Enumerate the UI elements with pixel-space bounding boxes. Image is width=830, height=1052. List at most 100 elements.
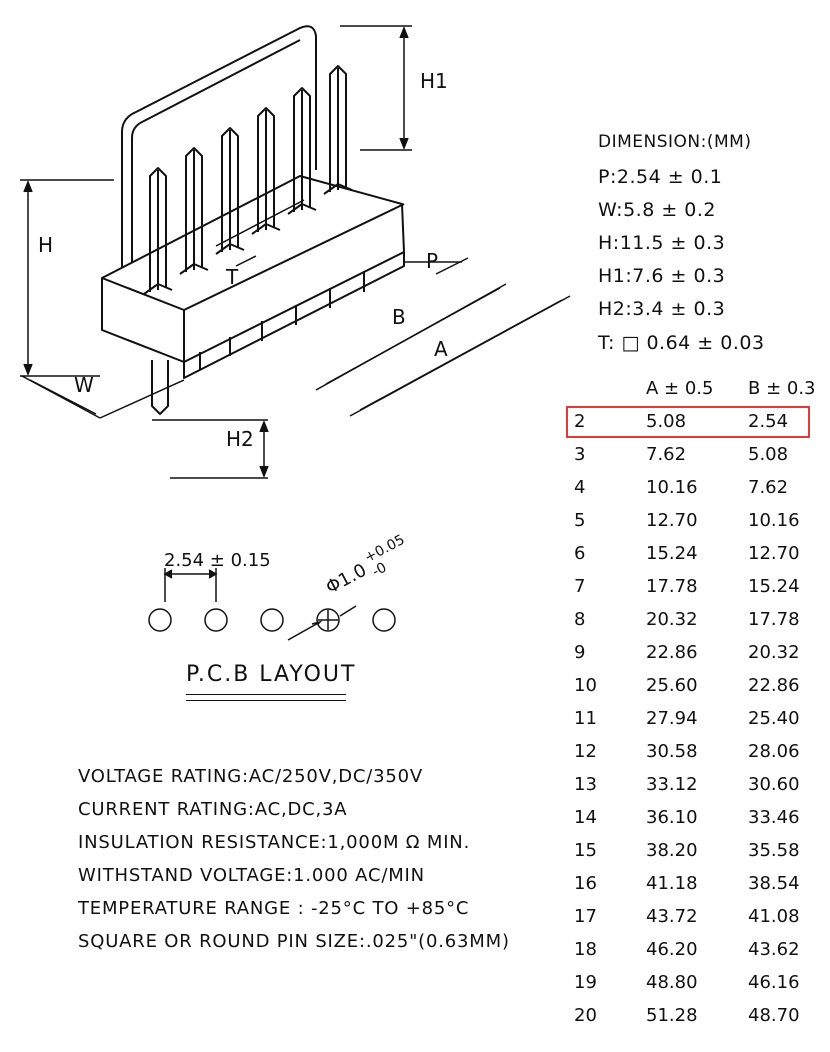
pin-count-cell: 3 xyxy=(574,444,586,465)
dimension-a-cell: 36.10 xyxy=(646,807,698,828)
pin-count-cell: 15 xyxy=(574,840,597,861)
dimension-a-cell: 30.58 xyxy=(646,741,698,762)
connector-pin xyxy=(143,167,173,295)
label-P: P xyxy=(426,249,438,273)
dimension-W: W:5.8 ± 0.2 xyxy=(598,199,717,221)
connector-pin xyxy=(251,107,281,235)
pin-count-cell: 11 xyxy=(574,708,597,729)
dimension-a-cell: 46.20 xyxy=(646,939,698,960)
dimension-b-cell: 43.62 xyxy=(748,939,800,960)
dimension-a-cell: 51.28 xyxy=(646,1005,698,1026)
label-T: T xyxy=(225,265,239,289)
dimension-a-cell: 20.32 xyxy=(646,609,698,630)
pcb-hole xyxy=(316,608,340,632)
pin-count-cell: 14 xyxy=(574,807,597,828)
dimension-a-cell: 25.60 xyxy=(646,675,698,696)
spec-current: CURRENT RATING:AC,DC,3A xyxy=(78,799,348,820)
dimension-b-cell: 2.54 xyxy=(748,411,789,432)
spec-pin-size: SQUARE OR ROUND PIN SIZE:.025"(0.63MM) xyxy=(78,931,510,952)
dimension-b-cell: 12.70 xyxy=(748,543,800,564)
pin-count-cell: 12 xyxy=(574,741,597,762)
dimension-b-cell: 35.58 xyxy=(748,840,800,861)
spec-voltage: VOLTAGE RATING:AC/250V,DC/350V xyxy=(78,766,424,787)
table-row: 4 10.16 7.62 xyxy=(560,471,820,504)
pin-count-cell: 7 xyxy=(574,576,586,597)
dimension-a-cell: 48.80 xyxy=(646,972,698,993)
header-b: B ± 0.3 xyxy=(748,378,816,399)
dimension-lines xyxy=(20,25,571,479)
dimension-a-cell: 38.20 xyxy=(646,840,698,861)
pcb-hole xyxy=(260,608,284,632)
dimension-b-cell: 33.46 xyxy=(748,807,800,828)
spec-temperature: TEMPERATURE RANGE : -25°C TO +85°C xyxy=(78,898,470,919)
pin-count-cell: 10 xyxy=(574,675,597,696)
dimension-a-cell: 12.70 xyxy=(646,510,698,531)
pcb-hole-tol-plus: +0.05 xyxy=(362,532,407,566)
pcb-hole xyxy=(148,608,172,632)
spec-withstand: WITHSTAND VOLTAGE:1.000 AC/MIN xyxy=(78,865,425,886)
dimension-a-cell: 27.94 xyxy=(646,708,698,729)
pin-count-cell: 4 xyxy=(574,477,586,498)
table-row: 18 46.20 43.62 xyxy=(560,933,820,966)
connector-pin xyxy=(323,65,353,195)
dimension-labels: H H1 W H2 T P B A xyxy=(38,69,448,451)
spec-insulation: INSULATION RESISTANCE:1,000M Ω MIN. xyxy=(78,832,471,853)
dimension-b-cell: 17.78 xyxy=(748,609,800,630)
dimension-P: P:2.54 ± 0.1 xyxy=(598,166,723,188)
label-H: H xyxy=(38,233,53,257)
connector-pin xyxy=(215,127,245,255)
connector-pin-tail xyxy=(151,360,169,415)
pcb-hole-tol-minus: -0 xyxy=(370,560,390,581)
dimension-a-cell: 10.16 xyxy=(646,477,698,498)
connector-body xyxy=(101,25,405,379)
table-row: 8 20.32 17.78 xyxy=(560,603,820,636)
dimension-a-cell: 22.86 xyxy=(646,642,698,663)
pin-count-cell: 18 xyxy=(574,939,597,960)
pcb-hole xyxy=(372,608,396,632)
pin-count-cell: 16 xyxy=(574,873,597,894)
dimension-H1: H1:7.6 ± 0.3 xyxy=(598,265,726,287)
pin-count-cell: 13 xyxy=(574,774,597,795)
dimension-a-cell: 43.72 xyxy=(646,906,698,927)
dimension-H2: H2:3.4 ± 0.3 xyxy=(598,298,726,320)
dimension-b-cell: 5.08 xyxy=(748,444,789,465)
pcb-layout-title: P.C.B LAYOUT xyxy=(186,662,357,687)
pin-count-cell: 5 xyxy=(574,510,586,531)
dimension-b-cell: 30.60 xyxy=(748,774,800,795)
dimension-a-cell: 41.18 xyxy=(646,873,698,894)
label-H1: H1 xyxy=(420,69,448,93)
pcb-title-underline xyxy=(186,700,346,701)
pcb-layout xyxy=(148,568,396,641)
spec-list: VOLTAGE RATING:AC/250V,DC/350V CURRENT R… xyxy=(78,760,510,958)
connector-pins xyxy=(143,65,353,415)
table-row: 14 36.10 33.46 xyxy=(560,801,820,834)
dimension-b-cell: 15.24 xyxy=(748,576,800,597)
pin-count-cell: 2 xyxy=(574,411,586,432)
pcb-pitch-label: 2.54 ± 0.15 xyxy=(164,550,271,571)
pin-count-cell: 6 xyxy=(574,543,586,564)
pcb-title-underline xyxy=(186,694,346,695)
pcb-hole xyxy=(204,608,228,632)
pcb-hole-label: Φ1.0 xyxy=(322,560,370,599)
label-H2: H2 xyxy=(226,427,254,451)
pin-count-cell: 8 xyxy=(574,609,586,630)
pin-count-cell: 19 xyxy=(574,972,597,993)
header-a: A ± 0.5 xyxy=(646,378,714,399)
dimension-b-cell: 7.62 xyxy=(748,477,789,498)
pin-count-cell: 9 xyxy=(574,642,586,663)
pin-count-cell: 17 xyxy=(574,906,597,927)
connector-pin xyxy=(179,147,209,275)
